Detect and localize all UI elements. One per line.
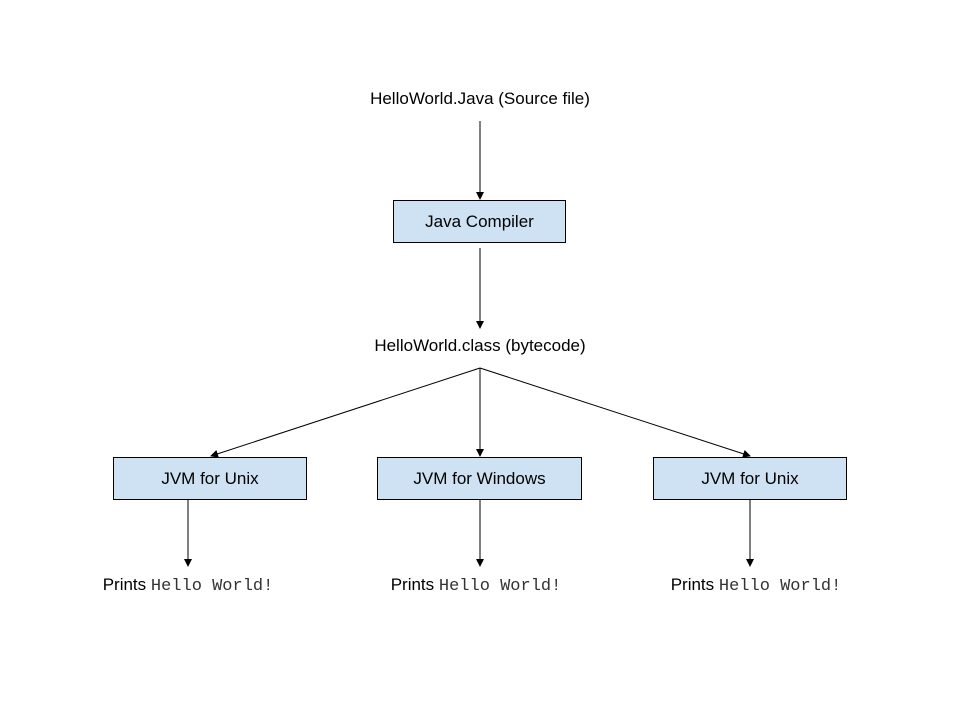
output-text-left: Prints Hello World! — [88, 575, 288, 597]
output-prefix: Prints — [390, 575, 435, 594]
jvm-label: JVM for Unix — [701, 468, 799, 488]
output-text-right: Prints Hello World! — [656, 575, 856, 597]
jvm-box-unix-right: JVM for Unix — [653, 457, 847, 500]
output-code: Hello World! — [718, 577, 842, 596]
bytecode-label: HelloWorld.class (bytecode) — [374, 336, 586, 355]
source-file-label: HelloWorld.Java (Source file) — [370, 89, 590, 108]
arrow-bytecode-to-jvm-1 — [210, 367, 481, 458]
output-code: Hello World! — [150, 577, 274, 596]
arrow-bytecode-to-jvm-3 — [479, 367, 751, 458]
jvm-box-unix-left: JVM for Unix — [113, 457, 307, 500]
output-code: Hello World! — [438, 577, 562, 596]
java-compiler-label: Java Compiler — [425, 211, 534, 231]
output-prefix: Prints — [102, 575, 147, 594]
output-prefix: Prints — [670, 575, 715, 594]
output-text-center: Prints Hello World! — [376, 575, 576, 597]
jvm-label: JVM for Unix — [161, 468, 259, 488]
jvm-label: JVM for Windows — [413, 468, 546, 488]
jvm-box-windows: JVM for Windows — [377, 457, 582, 500]
java-compiler-box: Java Compiler — [393, 200, 566, 243]
